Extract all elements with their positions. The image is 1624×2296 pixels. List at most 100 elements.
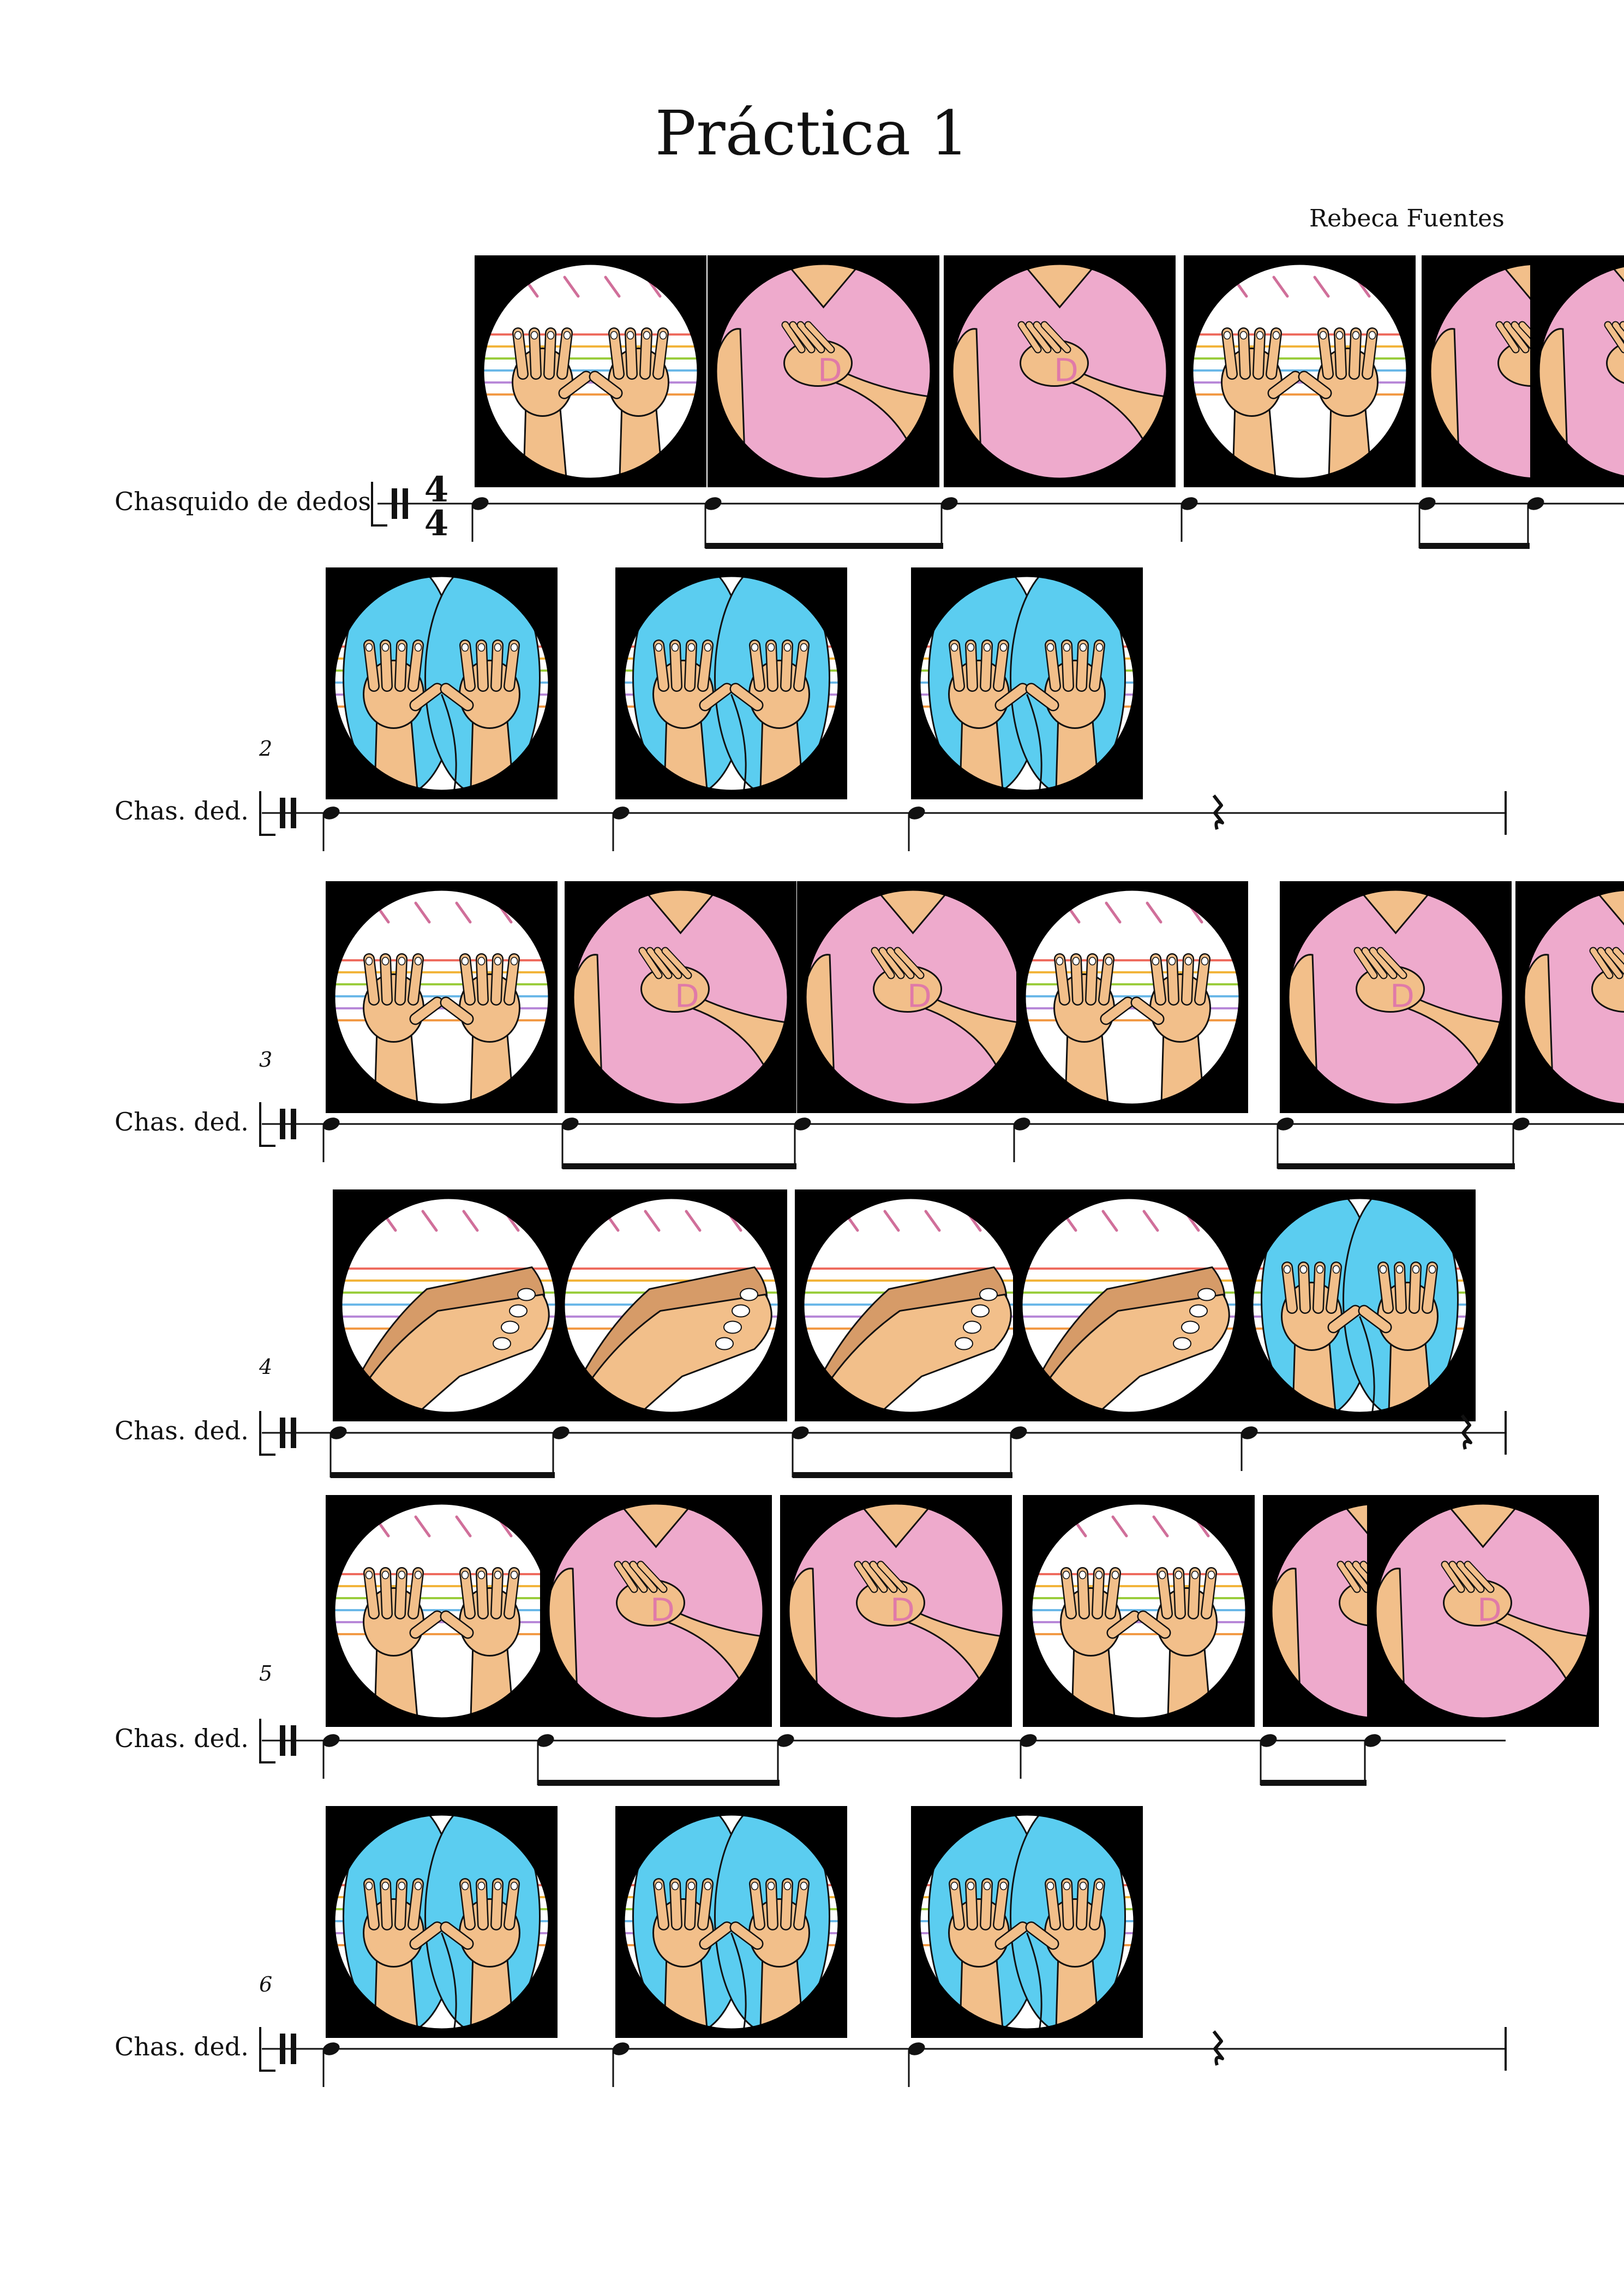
gesture-picture-hands-clap [555,1189,787,1421]
gesture-picture-hands-raised [475,255,706,487]
notehead [329,1426,347,1439]
instrument-label: Chas. ded. [115,1416,249,1445]
gesture-picture-hands-on-knees [911,567,1143,799]
gesture-picture-hand-on-chest: D [944,255,1176,487]
system-1: Chasquido de dedos44DDDD [115,255,1624,549]
gesture-picture-hands-raised [1184,255,1416,487]
notehead [1180,497,1198,510]
notehead [777,1734,794,1747]
bar-number: 5 [259,1661,272,1685]
beam [705,543,943,549]
quarter-rest [1460,1414,1472,1450]
gesture-picture-hand-on-chest: D [1530,255,1624,487]
gesture-picture-hand-on-chest: D [797,881,1029,1113]
percussion-clef [280,1109,285,1139]
beam [1261,1780,1367,1786]
instrument-label: Chas. ded. [115,1107,249,1137]
svg-text:D: D [650,1592,675,1629]
score-title: Práctica 1 [655,98,969,169]
staff-bracket [259,1102,275,1147]
gesture-picture-hand-on-chest: D [1367,1495,1599,1727]
notehead [792,1426,809,1439]
gesture-picture-hand-on-chest: D [1280,881,1512,1113]
notehead [322,1734,340,1747]
gesture-picture-hands-on-knees [1244,1189,1476,1421]
notehead [908,806,925,820]
bar-number: 4 [259,1355,272,1379]
instrument-label: Chas. ded. [115,2032,249,2061]
composer-name: Rebeca Fuentes [1309,205,1505,232]
staff-bracket [259,791,275,836]
staff-bracket [259,2027,275,2072]
svg-text:D: D [907,978,932,1015]
notehead [1418,497,1436,510]
instrument-label: Chasquido de dedos [115,487,371,516]
notehead [322,806,340,820]
gesture-picture-hand-on-chest: D [565,881,796,1113]
beam [562,1163,796,1169]
notehead [1010,1426,1027,1439]
gesture-picture-hand-on-chest: D [780,1495,1012,1727]
notehead [1512,1117,1530,1131]
instrument-label: Chas. ded. [115,796,249,826]
notehead [322,2042,340,2055]
beam [1419,543,1530,549]
notehead [552,1426,570,1439]
gesture-picture-hands-clap [795,1189,1027,1421]
notehead [561,1117,579,1131]
quarter-rest [1212,794,1224,830]
gesture-picture-hands-on-knees [615,1806,847,2038]
percussion-clef [392,488,397,519]
gesture-picture-hand-on-chest: D [708,255,939,487]
svg-text:D: D [1390,978,1415,1015]
notehead [704,497,722,510]
svg-text:D: D [1054,352,1078,389]
gesture-picture-hands-raised [1016,881,1248,1113]
gesture-picture-hands-raised [326,1495,558,1727]
gesture-picture-hands-on-knees [326,1806,558,2038]
notehead [1020,1734,1037,1747]
notehead [1260,1734,1277,1747]
quarter-rest [1212,2030,1224,2066]
svg-text:D: D [890,1592,915,1629]
time-signature-denominator: 4 [424,503,449,544]
percussion-clef [280,1725,285,1756]
staff-bracket [259,1411,275,1456]
beam [331,1472,555,1478]
notehead [1277,1117,1294,1131]
gesture-picture-hands-raised [1023,1495,1255,1727]
gesture-picture-hand-on-chest: D [1515,881,1624,1113]
notehead [612,806,630,820]
gesture-picture-hands-on-knees [615,567,847,799]
gesture-picture-hands-clap [333,1189,565,1421]
bar-number: 2 [259,737,272,761]
gesture-picture-hands-on-knees [326,567,558,799]
svg-text:D: D [675,978,699,1015]
notehead [794,1117,811,1131]
percussion-clef [280,2034,285,2064]
gesture-picture-hands-clap [1013,1189,1245,1421]
notehead [1013,1117,1030,1131]
notehead [471,497,489,510]
notehead [322,1117,340,1131]
notehead [1364,1734,1381,1747]
instrument-label: Chas. ded. [115,1724,249,1753]
bar-number: 6 [259,1972,272,1996]
notehead [1241,1426,1258,1439]
beam [1278,1163,1515,1169]
notehead [908,2042,925,2055]
beam [538,1780,780,1786]
notehead [1527,497,1544,510]
gesture-picture-hands-on-knees [911,1806,1143,2038]
percussion-clef [280,798,285,828]
gesture-picture-hands-raised [326,881,558,1113]
svg-text:D: D [1477,1592,1502,1629]
bar-number: 3 [259,1048,272,1072]
notehead [940,497,958,510]
